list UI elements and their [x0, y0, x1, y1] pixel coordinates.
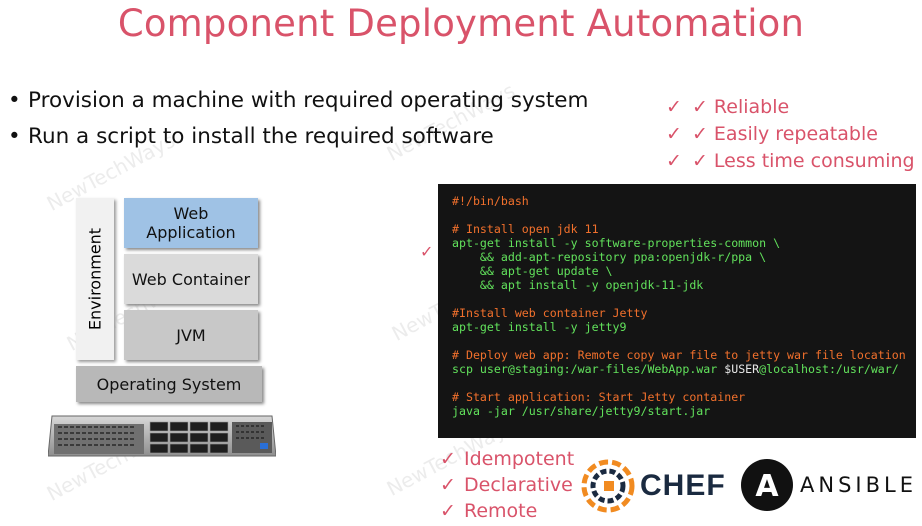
ansible-logo-icon: A — [741, 459, 793, 511]
operating-system-label: Operating System — [96, 374, 242, 394]
script-line: && add-apt-repository ppa:openjdk-r/ppa … — [452, 250, 767, 264]
check-icon: ✓ — [666, 150, 682, 172]
property-item: ✓Declarative — [440, 474, 573, 496]
jvm-label: JVM — [176, 325, 206, 345]
script-line: # Deploy web app: Remote copy war file t… — [452, 348, 906, 362]
script-line: #Install web container Jetty — [452, 306, 648, 320]
operating-system-box: Operating System — [76, 366, 262, 402]
script-line: java -jar /usr/share/jetty9/start.jar — [452, 404, 711, 418]
check-icon: ✓ — [440, 500, 456, 522]
check-icon: ✓ — [440, 448, 456, 470]
script-line: # Install open jdk 11 — [452, 222, 599, 236]
check-icon: ✓ — [692, 96, 708, 118]
script-line — [452, 376, 916, 390]
server-rack-icon — [48, 415, 276, 457]
environment-box: Environment — [76, 198, 114, 360]
jvm-box: JVM — [124, 310, 258, 360]
bullet-item: •Run a script to install the required so… — [8, 124, 494, 149]
check-icon: ✓ — [692, 123, 708, 145]
check-icon: ✓ — [692, 150, 708, 172]
chef-logo: CHEF — [580, 458, 726, 514]
property-item: ✓Idempotent — [440, 448, 575, 470]
check-icon: ✓ — [666, 96, 682, 118]
script-line: && apt install -y openjdk-11-jdk — [452, 278, 704, 292]
benefit-item: ✓✓Reliable — [666, 96, 790, 118]
check-icon: ✓ — [666, 123, 682, 145]
script-line: apt-get install -y jetty9 — [452, 320, 627, 334]
script-line: # Start application: Start Jetty contain… — [452, 390, 746, 404]
slide-title: Component Deployment Automation — [117, 2, 805, 45]
check-icon: ✓ — [420, 244, 434, 261]
chef-logo-icon — [581, 459, 635, 513]
script-line: && apt-get update \ — [452, 264, 613, 278]
ansible-logo: A ANSIBLE — [740, 458, 917, 512]
script-line: scp user@staging:/war-files/WebApp.war $… — [452, 362, 899, 376]
web-container-box: Web Container — [124, 254, 258, 304]
environment-label: Environment — [85, 227, 105, 331]
svg-text:A: A — [755, 469, 779, 504]
bullet-list: •Provision a machine with required opera… — [8, 88, 588, 160]
ansible-logo-text: ANSIBLE — [800, 473, 917, 497]
property-item: ✓Remote — [440, 500, 538, 522]
script-line: #!/bin/bash — [452, 194, 529, 208]
script-line: apt-get install -y software-properties-c… — [452, 236, 781, 250]
property-list: ✓Idempotent ✓Declarative ✓Remote — [440, 448, 574, 526]
benefit-item: ✓✓Easily repeatable — [666, 123, 878, 145]
script-line — [452, 334, 916, 348]
check-icon: ✓ — [440, 474, 456, 496]
benefit-item: ✓✓Less time consuming — [666, 150, 915, 172]
script-line — [452, 208, 916, 222]
chef-logo-text: CHEF — [640, 469, 726, 502]
benefit-list: ✓✓Reliable ✓✓Easily repeatable ✓✓Less ti… — [666, 96, 915, 177]
web-container-label: Web Container — [131, 269, 251, 289]
script-line — [452, 292, 916, 306]
bullet-item: •Provision a machine with required opera… — [8, 88, 589, 113]
